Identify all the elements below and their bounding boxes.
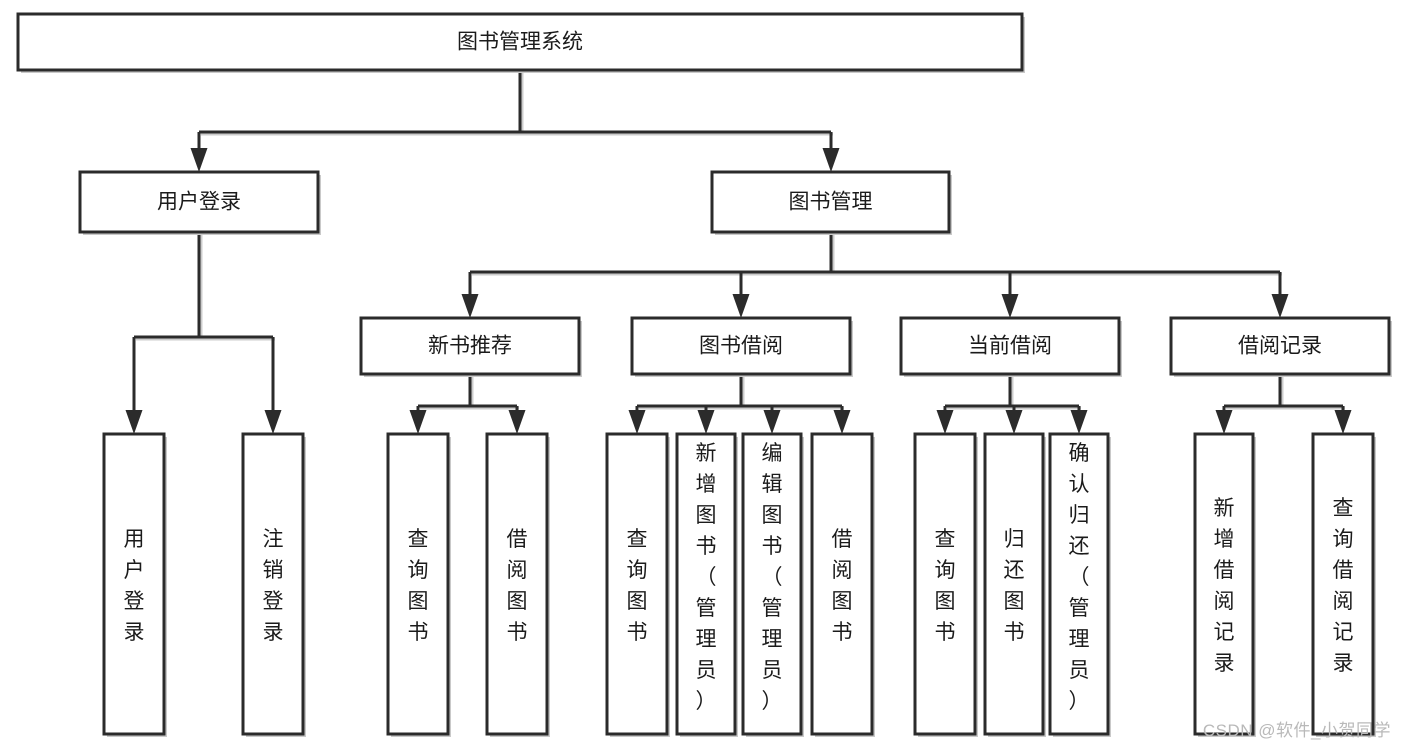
node-box[interactable] <box>102 432 166 736</box>
connector-group <box>190 70 840 172</box>
node-box[interactable] <box>983 432 1045 736</box>
connector-group <box>628 374 851 434</box>
node-leaf-add-record[interactable]: 新增借阅记录 <box>1193 432 1256 737</box>
connector-group <box>1215 374 1352 434</box>
node-layer: 图书管理系统用户登录图书管理新书推荐图书借阅当前借阅借阅记录用户登录注销登录查询… <box>16 12 1392 737</box>
node-label: 新增图书（管理员） <box>696 442 717 713</box>
node-label: 查询借阅记录 <box>1333 497 1354 675</box>
arrow-head-icon <box>763 410 781 434</box>
arrow-head-icon <box>936 410 954 434</box>
node-label: 归还图书 <box>1004 528 1025 644</box>
node-current-borrow[interactable]: 当前借阅 <box>899 316 1122 377</box>
node-box[interactable] <box>1193 432 1255 736</box>
connector-shadow <box>136 234 275 341</box>
node-label: 借阅记录 <box>1238 335 1322 358</box>
arrow-head-icon <box>409 410 427 434</box>
connector-shadow <box>1226 376 1345 410</box>
node-label: 查询图书 <box>627 528 648 644</box>
node-root[interactable]: 图书管理系统 <box>16 12 1025 73</box>
node-label: 新书推荐 <box>428 335 512 358</box>
arrow-head-icon <box>1001 294 1019 318</box>
node-label: 用户登录 <box>157 191 241 214</box>
node-box[interactable] <box>741 432 803 736</box>
node-new-book-rec[interactable]: 新书推荐 <box>359 316 582 377</box>
node-box[interactable] <box>485 432 549 736</box>
arrow-head-icon <box>822 148 840 172</box>
node-book-manage[interactable]: 图书管理 <box>710 170 952 235</box>
node-label: 新增借阅记录 <box>1214 497 1235 675</box>
node-leaf-query-book-1[interactable]: 查询图书 <box>386 432 451 737</box>
node-box[interactable] <box>1048 432 1110 736</box>
connector-group <box>125 232 282 434</box>
node-box[interactable] <box>16 12 1024 72</box>
node-box[interactable] <box>1311 432 1375 736</box>
node-box[interactable] <box>913 432 977 736</box>
node-box[interactable] <box>386 432 450 736</box>
node-box[interactable] <box>241 432 305 736</box>
connector-shadow <box>201 72 833 136</box>
node-leaf-logout[interactable]: 注销登录 <box>241 432 306 737</box>
node-leaf-borrow-book-2[interactable]: 借阅图书 <box>810 432 875 737</box>
connector-layer <box>125 70 1352 434</box>
connector-shadow <box>472 234 1282 276</box>
arrow-head-icon <box>508 410 526 434</box>
node-leaf-return-book[interactable]: 归还图书 <box>983 432 1046 737</box>
node-leaf-query-record[interactable]: 查询借阅记录 <box>1311 432 1376 737</box>
arrow-head-icon <box>628 410 646 434</box>
arrow-head-icon <box>1215 410 1233 434</box>
watermark-text: CSDN @软件_小贺同学 <box>1202 721 1391 740</box>
node-leaf-borrow-book-1[interactable]: 借阅图书 <box>485 432 550 737</box>
node-label: 注销登录 <box>263 528 284 644</box>
connector-group <box>461 232 1289 318</box>
arrow-head-icon <box>833 410 851 434</box>
node-label: 编辑图书（管理员） <box>762 442 783 713</box>
node-leaf-query-book-3[interactable]: 查询图书 <box>913 432 978 737</box>
arrow-head-icon <box>125 410 143 434</box>
arrow-head-icon <box>1334 410 1352 434</box>
node-box[interactable] <box>630 316 852 376</box>
arrow-head-icon <box>264 410 282 434</box>
node-leaf-query-book-2[interactable]: 查询图书 <box>605 432 670 737</box>
node-leaf-edit-book[interactable]: 编辑图书（管理员） <box>741 432 804 737</box>
node-box[interactable] <box>710 170 951 234</box>
node-box[interactable] <box>899 316 1121 376</box>
node-label: 确认归还（管理员） <box>1069 442 1090 713</box>
node-label: 查询图书 <box>408 528 429 644</box>
arrow-head-icon <box>461 294 479 318</box>
node-leaf-user-login[interactable]: 用户登录 <box>102 432 167 737</box>
node-user-login[interactable]: 用户登录 <box>78 170 321 235</box>
node-label: 图书借阅 <box>699 335 783 358</box>
node-book-borrow[interactable]: 图书借阅 <box>630 316 853 377</box>
node-leaf-confirm-return[interactable]: 确认归还（管理员） <box>1048 432 1111 737</box>
arrow-head-icon <box>1070 410 1088 434</box>
connector-shadow <box>947 376 1081 410</box>
node-label: 图书管理 <box>789 191 873 214</box>
node-box[interactable] <box>810 432 874 736</box>
node-box[interactable] <box>359 316 581 376</box>
node-borrow-record[interactable]: 借阅记录 <box>1169 316 1392 377</box>
arrow-head-icon <box>697 410 715 434</box>
node-label: 查询图书 <box>935 528 956 644</box>
arrow-head-icon <box>1005 410 1023 434</box>
node-label: 当前借阅 <box>968 335 1052 358</box>
node-box[interactable] <box>78 170 320 234</box>
node-box[interactable] <box>605 432 669 736</box>
node-box[interactable] <box>1169 316 1391 376</box>
node-label: 图书管理系统 <box>457 31 583 54</box>
connector-shadow <box>639 376 844 410</box>
connector-group <box>936 374 1088 434</box>
node-box[interactable] <box>675 432 737 736</box>
node-label: 用户登录 <box>124 528 145 644</box>
connector-shadow <box>420 376 519 410</box>
connector-group <box>409 374 526 434</box>
node-label: 借阅图书 <box>832 528 853 644</box>
arrow-head-icon <box>732 294 750 318</box>
node-leaf-add-book[interactable]: 新增图书（管理员） <box>675 432 738 737</box>
arrow-head-icon <box>190 148 208 172</box>
arrow-head-icon <box>1271 294 1289 318</box>
node-label: 借阅图书 <box>507 528 528 644</box>
